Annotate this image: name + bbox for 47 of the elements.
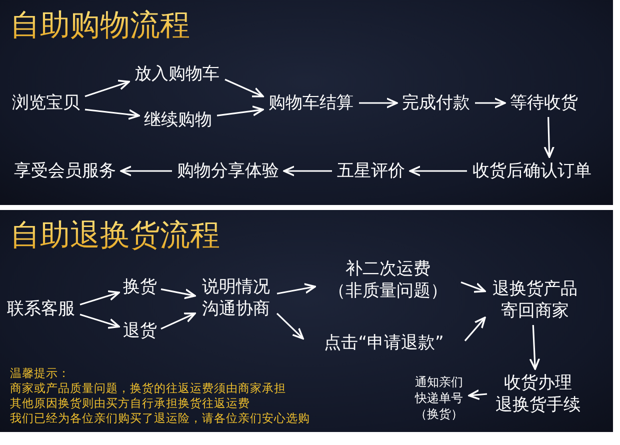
panel-background [0,0,613,205]
arrow [544,116,554,158]
step-text: 五星评价 [336,160,406,182]
arrow [359,98,398,108]
step-text: 退货 [122,320,158,342]
step-text: （非质量问题） [328,280,448,302]
arrow [475,98,506,108]
step-text: 等待收货 [509,92,579,114]
arrow [160,312,196,330]
step-text: 退换货手续 [494,394,582,416]
arrow [84,80,130,98]
arrow [84,108,140,120]
arrow [160,288,196,300]
arrow [216,106,264,116]
step-text: 点击“申请退款” [323,332,445,354]
step-text: 补二次运费 [344,258,432,280]
step-text: 说明情况沟通协商 [201,276,271,320]
note-heading: 温馨提示： [10,366,70,380]
step-text: 收货后确认订单 [472,160,592,182]
arrow [468,389,488,400]
step-text: 联系客服 [6,298,76,320]
arrow [224,78,264,98]
step-text: 退换货产品寄回商家 [492,278,578,322]
step-text: 换货 [122,276,158,298]
step-text: 购物车结算 [268,92,354,114]
arrow [276,312,304,340]
arrow [464,316,486,342]
note-text: 其他原因换货则由买方自行承担换货往返运费 [10,396,250,410]
arrow [460,281,486,293]
step-text: 继续购物 [143,109,213,131]
arrow [80,290,120,306]
note-text: 我们已经为各位亲们购买了退运险，请各位亲们安心选购 [10,411,310,426]
note-text: 商家或产品质量问题，换货的往返运费须由商家承担 [10,381,286,396]
arrow [80,314,120,329]
arrow [283,166,332,176]
panel-background [0,210,613,432]
step-text: 放入购物车 [134,63,220,85]
step-text: 收货办理 [503,372,573,394]
step-text: 享受会员服务 [13,160,117,182]
step-text: 完成付款 [401,92,471,114]
arrow [120,166,172,176]
step-text: 通知亲们快递单号（换货） [414,374,464,422]
arrow [409,166,467,176]
arrow [529,324,540,370]
step-text: 购物分享体验 [176,160,280,182]
step-text: 浏览宝贝 [11,92,81,114]
arrow [276,283,316,294]
